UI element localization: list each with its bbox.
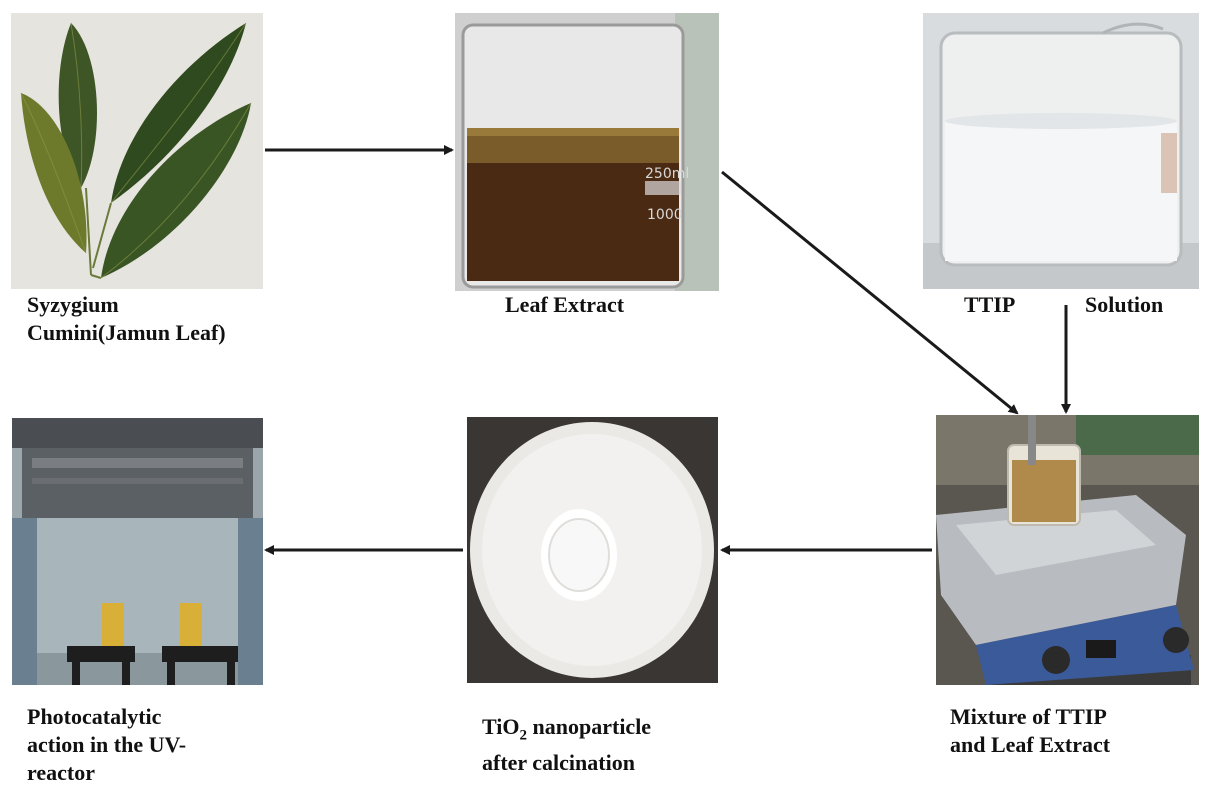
caption-leaf-extract: Leaf Extract [505, 291, 624, 319]
caption-tio2-prefix: TiO [482, 714, 520, 739]
caption-tio2: TiO2 nanoparticle after calcination [482, 713, 651, 777]
caption-mixture-line2: and Leaf Extract [950, 732, 1111, 757]
jamun-leaves-illustration [11, 13, 263, 289]
photo-tio2-crucible [467, 417, 718, 683]
caption-ttip-left: TTIP [964, 291, 1015, 319]
caption-tio2-line1: TiO2 nanoparticle [482, 713, 651, 749]
caption-jamun-leaf-line2: Cumini(Jamun Leaf) [27, 320, 226, 345]
beaker-mark-250: 250ml [645, 166, 689, 182]
caption-uv-reactor-line2: action in the UV- [27, 732, 187, 757]
ttip-beaker-illustration [923, 13, 1199, 289]
photo-uv-reactor [12, 418, 263, 685]
photo-ttip-solution-beaker [923, 13, 1199, 289]
leaf-extract-beaker-illustration: 250ml 1000 [455, 13, 719, 291]
uv-reactor-illustration [12, 418, 263, 685]
caption-solution-word: Solution [1085, 292, 1164, 317]
caption-uv-reactor: Photocatalytic action in the UV- reactor [27, 703, 186, 787]
photo-leaf-extract-beaker: 250ml 1000 [455, 13, 719, 291]
caption-ttip-word: TTIP [964, 292, 1016, 317]
tio2-crucible-illustration [467, 417, 718, 683]
caption-tio2-subscript: 2 [519, 727, 528, 744]
caption-uv-reactor-line3: reactor [27, 760, 95, 785]
mixture-hotplate-illustration [936, 415, 1199, 685]
photo-mixture-hotplate [936, 415, 1199, 685]
caption-jamun-leaf: Syzygium Cumini(Jamun Leaf) [27, 291, 226, 347]
caption-tio2-suffix: nanoparticle [527, 714, 652, 739]
caption-mixture-line1: Mixture of TTIP [950, 704, 1107, 729]
caption-leaf-extract-line1: Leaf Extract [505, 292, 625, 317]
beaker-mark-1000: 1000 [647, 207, 683, 223]
caption-ttip-right: Solution [1085, 291, 1163, 319]
caption-tio2-line2: after calcination [482, 750, 635, 776]
caption-jamun-leaf-line1: Syzygium [27, 292, 119, 317]
caption-uv-reactor-line1: Photocatalytic [27, 704, 162, 729]
photo-jamun-leaves [11, 13, 263, 289]
caption-mixture: Mixture of TTIP and Leaf Extract [950, 703, 1110, 759]
